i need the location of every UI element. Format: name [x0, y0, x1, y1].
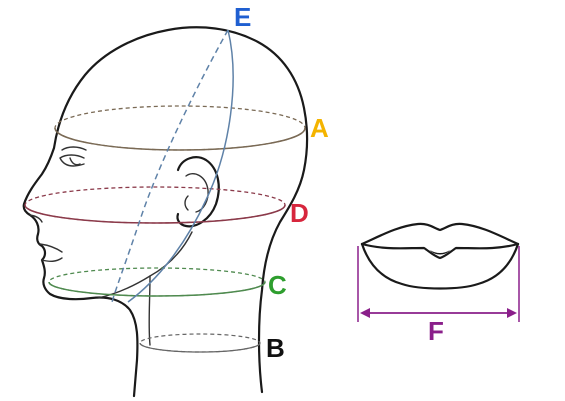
f-arrowhead-right — [507, 308, 517, 318]
mouth-drawing — [360, 222, 520, 290]
ring-c-front — [48, 281, 266, 297]
ring-a-front — [54, 127, 306, 151]
label-d: D — [290, 198, 309, 228]
neck-line — [148, 275, 151, 346]
nose-detail — [29, 214, 43, 223]
ear-outline — [176, 156, 220, 228]
upper-lip-outline — [360, 222, 520, 246]
label-b: B — [266, 333, 285, 363]
ring-e-back — [111, 29, 229, 303]
label-f: F — [428, 316, 444, 346]
ring-d-front — [24, 204, 286, 224]
f-arrowhead-left — [360, 308, 370, 318]
label-c: C — [268, 270, 287, 300]
ear-inner-detail — [184, 172, 209, 213]
head-lips-detail — [39, 243, 63, 263]
lip-center-shadow — [430, 250, 450, 255]
eye-detail — [59, 146, 87, 167]
lip-line — [360, 242, 520, 260]
label-a: A — [310, 113, 329, 143]
head-outline — [22, 26, 309, 398]
ring-e-front — [127, 29, 234, 303]
lower-lip-outline — [360, 242, 520, 290]
label-e: E — [234, 2, 251, 32]
ring-b-front — [139, 342, 261, 353]
